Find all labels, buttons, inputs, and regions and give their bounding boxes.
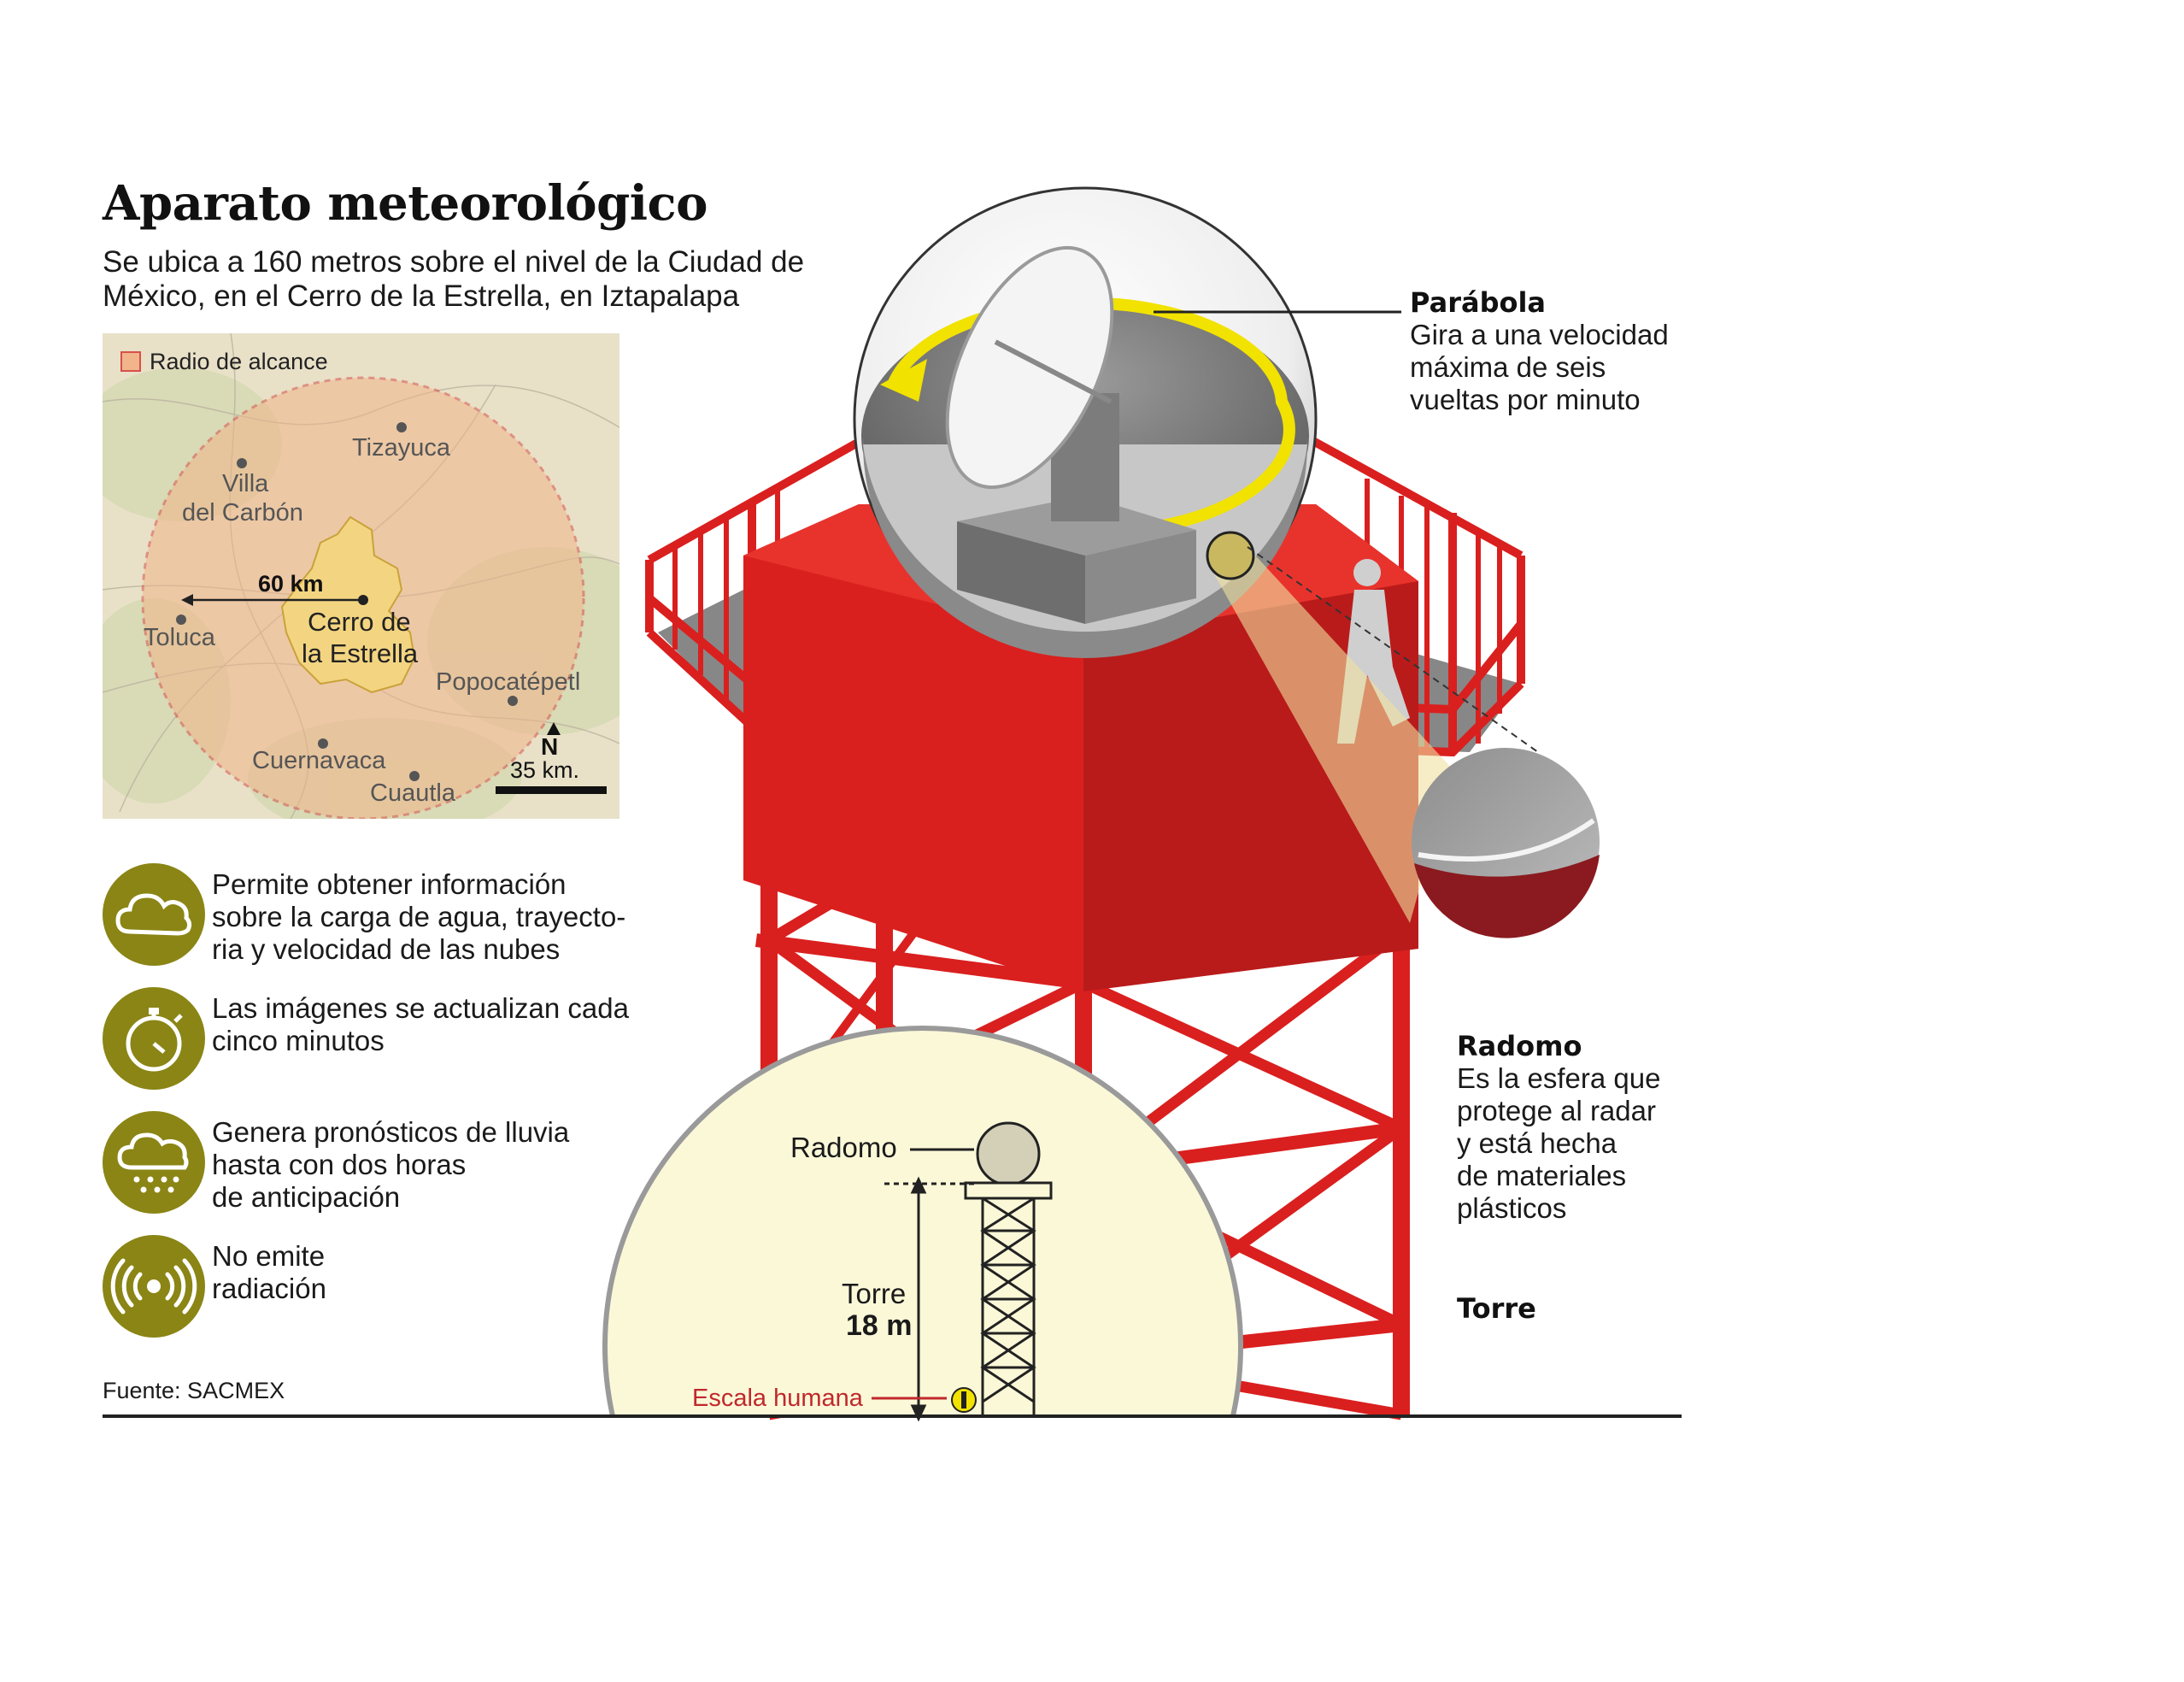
map-label-tizayuca: Tizayuca — [352, 434, 450, 462]
feature-forecast-line-1: Genera pronósticos de lluvia — [212, 1116, 570, 1148]
scale-label: 35 km. — [510, 757, 580, 783]
feature-clouds-line-3: ria y velocidad de las nubes — [212, 933, 561, 965]
inset-radomo-label: Radomo — [790, 1132, 897, 1163]
radomo-title: Radomo — [1457, 1030, 1582, 1062]
rotation-arrow — [887, 297, 1295, 536]
map-label-del-carbon: del Carbón — [182, 499, 303, 526]
radomo-line-2: protege al radar — [1457, 1095, 1656, 1126]
mini-tower — [964, 1121, 1053, 1414]
subtitle-line-2: México, en el Cerro de la Estrella, en I… — [103, 279, 740, 313]
map-graphic — [103, 333, 619, 819]
inset-height-label: 18 m — [846, 1309, 913, 1342]
feature-clouds: Permite obtener información sobre la car… — [103, 863, 666, 970]
parabola-callout: Parábola Gira a una velocidad máxima de … — [1410, 286, 1669, 416]
source-credit: Fuente: SACMEX — [103, 1378, 285, 1403]
page-title: Aparato meteorológico — [103, 175, 707, 232]
inset-human-scale-label: Escala humana — [692, 1385, 863, 1412]
torre-title: Torre — [1457, 1292, 1536, 1325]
range-map: Radio de alcance Tizayuca Villa del Carb… — [103, 333, 619, 819]
stopwatch-icon — [103, 987, 205, 1090]
parabola-line-3: vueltas por minuto — [1410, 384, 1641, 415]
north-label: N — [541, 733, 559, 760]
parabola-line-2: máxima de seis — [1410, 351, 1606, 383]
radomo-line-1: Es la esfera que — [1457, 1062, 1661, 1094]
map-label-popocatepetl: Popocatépetl — [436, 668, 581, 696]
feature-updates-line-1: Las imágenes se actualizan cada — [212, 992, 629, 1024]
feature-radiation: No emite radiación — [103, 1235, 666, 1342]
radome — [853, 186, 1318, 658]
feature-forecast-line-2: hasta con dos horas — [212, 1149, 467, 1180]
zoom-origin-marker — [1206, 531, 1255, 580]
map-label-cerro-line2: la Estrella — [302, 638, 419, 668]
map-label-toluca: Toluca — [144, 624, 215, 651]
feature-forecast-line-3: de anticipación — [212, 1181, 401, 1213]
city-area — [280, 515, 416, 694]
feature-radiation-line-2: radiación — [212, 1273, 326, 1304]
scale-inset — [602, 1026, 1243, 1414]
parabola-title: Parábola — [1410, 286, 1547, 319]
legend-label: Radio de alcance — [150, 349, 328, 374]
parabolic-dish — [945, 245, 1114, 490]
no-radiation-icon — [103, 1235, 205, 1338]
radome-material-detail — [1412, 748, 1600, 938]
feature-clouds-line-1: Permite obtener información — [212, 868, 567, 900]
subtitle-line-1: Se ubica a 160 metros sobre el nivel de … — [103, 245, 805, 279]
cloud-icon — [103, 863, 205, 966]
feature-updates: Las imágenes se actualizan cada cinco mi… — [103, 987, 666, 1094]
feature-radiation-line-1: No emite — [212, 1240, 326, 1272]
inset-torre-label: Torre — [842, 1278, 907, 1309]
feature-forecast: Genera pronósticos de lluvia hasta con d… — [103, 1111, 666, 1218]
map-label-villa: Villa — [222, 470, 269, 497]
rain-cloud-icon — [103, 1111, 205, 1214]
radomo-line-3: y está hecha — [1457, 1127, 1617, 1159]
legend-swatch — [120, 351, 141, 372]
map-label-cerro-line1: Cerro de — [308, 607, 411, 637]
scale-bar — [496, 786, 607, 794]
feature-clouds-line-2: sobre la carga de agua, trayecto- — [212, 901, 626, 932]
height-dimension — [884, 1148, 974, 1422]
radius-label: 60 km — [258, 571, 324, 597]
map-label-cuautla: Cuautla — [370, 779, 455, 807]
radomo-callout: Radomo Es la esfera que protege al radar… — [1457, 1030, 1660, 1225]
map-label-cuernavaca: Cuernavaca — [252, 747, 386, 774]
radomo-line-4: de materiales — [1457, 1160, 1627, 1191]
radomo-line-5: plásticos — [1457, 1192, 1567, 1224]
feature-updates-line-2: cinco minutos — [212, 1025, 385, 1056]
zoom-beam — [1213, 547, 1453, 923]
parabola-line-1: Gira a una velocidad — [1410, 319, 1669, 350]
